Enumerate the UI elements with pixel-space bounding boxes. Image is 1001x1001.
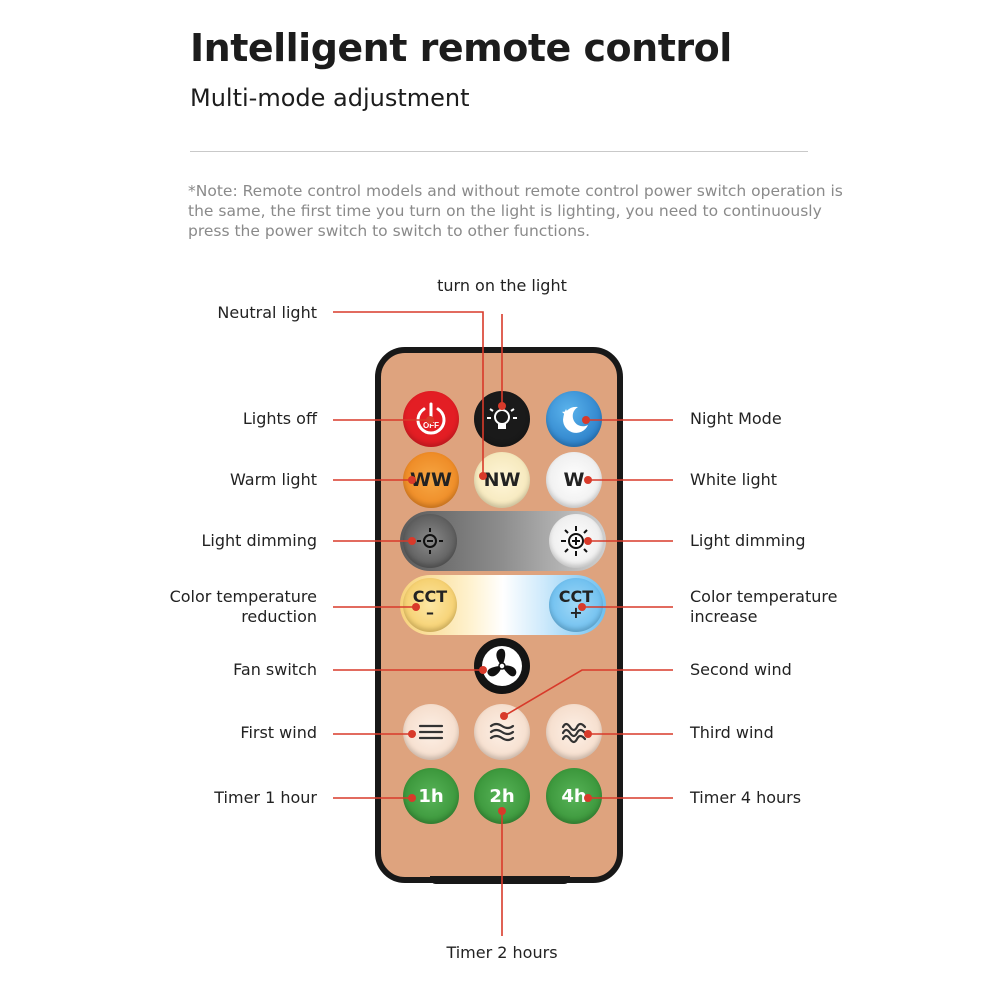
t2-text: 2h bbox=[489, 785, 515, 807]
label-cct-plus-1: Color temperature bbox=[690, 587, 838, 606]
label-neutral: Neutral light bbox=[217, 303, 317, 322]
t1-text: 1h bbox=[418, 785, 444, 807]
night-mode-button[interactable] bbox=[546, 391, 602, 447]
minus-sign: – bbox=[426, 603, 434, 622]
label-night-mode: Night Mode bbox=[690, 409, 782, 428]
off-text: OFF bbox=[423, 421, 439, 430]
label-fan: Fan switch bbox=[233, 660, 317, 679]
power-icon: OFF bbox=[416, 402, 446, 435]
label-cct-plus-2: increase bbox=[690, 607, 758, 626]
timer-4h-button[interactable]: 4h bbox=[546, 768, 602, 824]
page-subtitle: Multi-mode adjustment bbox=[190, 84, 470, 112]
label-timer1: Timer 1 hour bbox=[214, 788, 317, 807]
cct-minus-button[interactable]: CCT – bbox=[403, 578, 457, 632]
label-timer4: Timer 4 hours bbox=[690, 788, 802, 807]
label-timer2: Timer 2 hours bbox=[446, 943, 558, 962]
t4-text: 4h bbox=[561, 785, 587, 807]
moon-icon bbox=[562, 406, 588, 433]
fan-switch-button[interactable] bbox=[474, 638, 530, 694]
label-third-wind: Third wind bbox=[690, 723, 774, 742]
wind-mid-icon bbox=[489, 722, 515, 742]
wind-low-icon bbox=[418, 724, 444, 740]
label-cct-minus-2: reduction bbox=[241, 607, 317, 626]
page-title: Intelligent remote control bbox=[190, 26, 732, 70]
ww-text: WW bbox=[410, 469, 452, 491]
fan-icon bbox=[482, 646, 522, 686]
label-second-wind: Second wind bbox=[690, 660, 792, 679]
cct-plus-button[interactable]: CCT + bbox=[549, 578, 603, 632]
w-text: W bbox=[563, 469, 585, 491]
label-first-wind: First wind bbox=[240, 723, 317, 742]
label-cct-minus-1: Color temperature bbox=[169, 587, 317, 606]
label-white: White light bbox=[690, 470, 778, 489]
label-warm: Warm light bbox=[229, 470, 317, 489]
label-turn-on: turn on the light bbox=[437, 276, 567, 295]
third-wind-button[interactable] bbox=[546, 704, 602, 760]
label-dim-right: Light dimming bbox=[690, 531, 806, 550]
note-text: *Note: Remote control models and without… bbox=[188, 182, 843, 240]
dim-down-icon bbox=[417, 528, 443, 554]
wind-high-icon bbox=[561, 722, 587, 744]
nw-text: NW bbox=[483, 469, 521, 491]
divider bbox=[190, 151, 808, 152]
cct-minus-text: CCT bbox=[412, 587, 448, 606]
label-lights-off: Lights off bbox=[242, 409, 317, 428]
cct-plus-text: CCT bbox=[558, 587, 594, 606]
remote-foot bbox=[430, 876, 570, 884]
label-dim-left: Light dimming bbox=[201, 531, 317, 550]
